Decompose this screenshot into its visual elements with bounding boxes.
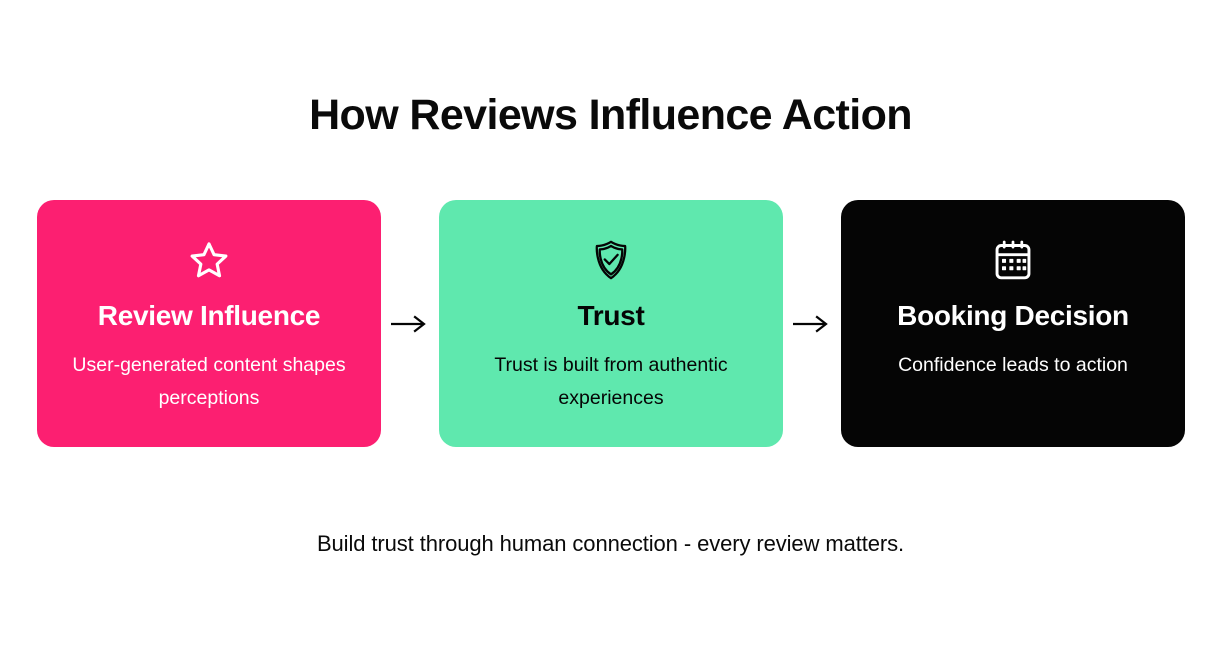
flow-card-description: User-generated content shapes perception… bbox=[72, 353, 346, 409]
calendar-icon bbox=[991, 238, 1035, 282]
star-icon bbox=[187, 238, 231, 282]
page-title: How Reviews Influence Action bbox=[309, 90, 912, 139]
flow-steps-row: Review Influence User-generated content … bbox=[37, 200, 1185, 447]
flow-card-booking-decision[interactable]: Booking Decision Confidence leads to act… bbox=[841, 200, 1185, 447]
arrow-right-icon bbox=[381, 200, 439, 447]
flow-card-trust[interactable]: Trust Trust is built from authentic expe… bbox=[439, 200, 783, 447]
flow-card-title: Review Influence bbox=[97, 300, 321, 331]
flow-card-review-influence[interactable]: Review Influence User-generated content … bbox=[37, 200, 381, 447]
flow-card-description: Trust is built from authentic experience… bbox=[494, 353, 728, 409]
flow-card-title: Booking Decision bbox=[897, 300, 1129, 331]
footer-note: Build trust through human connection - e… bbox=[316, 531, 905, 556]
flow-card-title: Trust bbox=[577, 300, 645, 331]
arrow-right-icon bbox=[783, 200, 841, 447]
flow-card-description: Confidence leads to action bbox=[898, 353, 1128, 376]
shield-check-icon bbox=[589, 238, 633, 282]
